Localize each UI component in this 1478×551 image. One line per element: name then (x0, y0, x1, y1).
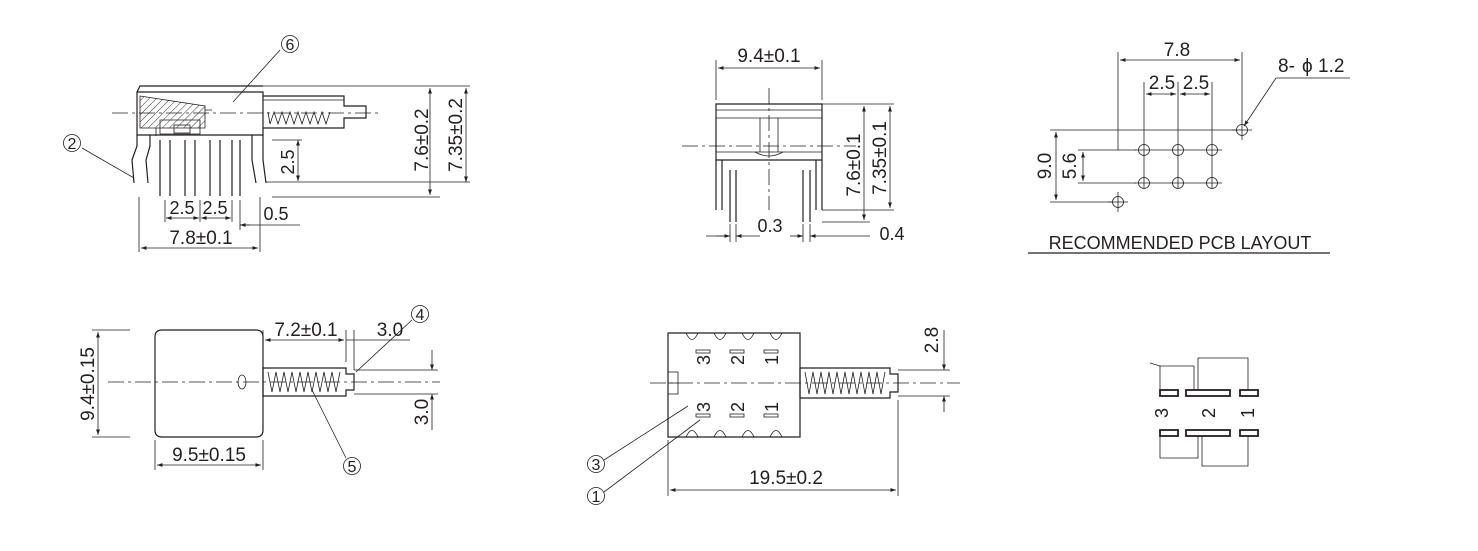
callout-4: 4 (416, 307, 425, 324)
dim-height-2: 7.35±0.2 (446, 98, 467, 172)
top-view: 4 5 9.4±0.15 7.2±0.1 3.0 3.0 9.5±0.15 (78, 305, 440, 476)
front-view: 9.4±0.1 7.6±0.1 7.35±0.1 0.3 0.4 (682, 46, 905, 244)
pcb-layout-title: RECOMMENDED PCB LAYOUT (1049, 233, 1312, 253)
pin-label-top-2: 2 (728, 355, 748, 365)
dim-height-2: 7.35±0.1 (870, 121, 891, 195)
dim-height: 7.6±0.2 (412, 108, 433, 171)
pin-schematic: 3 2 1 (1149, 357, 1259, 467)
dim-pitch-b: 2.5 (1183, 73, 1209, 94)
pin-label-bottom-2: 2 (728, 402, 748, 412)
dim-hole-diameter: 1.2 (1318, 56, 1344, 77)
dim-pitch-b: 2.5 (202, 198, 227, 218)
dim-hole-symbol: ϕ (1302, 56, 1313, 77)
dim-row-height: 9.0 (1035, 153, 1056, 179)
callout-1: 1 (592, 489, 601, 506)
dim-pitch-a: 2.5 (169, 198, 194, 218)
schematic-pin-2: 2 (1199, 408, 1219, 418)
dim-pin-thickness: 0.3 (757, 216, 782, 236)
bottom-view: 3 2 1 3 2 1 3 1 19.5±0.2 2.8 (587, 327, 960, 506)
dim-length: 19.5±0.2 (749, 468, 823, 489)
callout-6: 6 (286, 37, 295, 54)
side-view: 6 2 7.6±0.2 7.35±0.2 2.5 2.5 2.5 0.5 7.8… (63, 35, 470, 252)
dim-pin-width: 0.4 (879, 224, 904, 244)
dim-width: 7.8±0.1 (169, 228, 232, 249)
schematic-pin-3: 3 (1152, 408, 1172, 418)
dim-pin-length: 2.5 (278, 149, 298, 174)
dim-stem-height: 2.8 (922, 327, 943, 353)
dim-body-height: 9.4±0.15 (78, 347, 99, 421)
dim-tip-length: 3.0 (377, 320, 403, 341)
callout-5: 5 (348, 459, 357, 476)
dim-height: 7.6±0.1 (844, 133, 865, 196)
dim-tip-height: 3.0 (412, 399, 433, 425)
dim-row-gap: 5.6 (1060, 153, 1081, 179)
callout-3: 3 (592, 457, 601, 474)
callout-2: 2 (68, 136, 77, 153)
pin-label-bottom-3: 3 (694, 402, 714, 412)
dim-width: 9.4±0.1 (737, 46, 800, 67)
pin-label-top-1: 1 (762, 355, 782, 365)
dim-gap: 0.5 (263, 204, 288, 224)
dim-pitch-a: 2.5 (1149, 73, 1175, 94)
pcb-layout: 7.8 2.5 2.5 8- ϕ 1.2 9.0 5.6 RECOMMENDED… (1028, 40, 1350, 254)
dim-stem-length: 7.2±0.1 (274, 320, 337, 341)
schematic-pin-1: 1 (1238, 408, 1258, 418)
pin-label-top-3: 3 (694, 355, 714, 365)
pin-label-bottom-1: 1 (762, 402, 782, 412)
dim-body-width: 9.5±0.15 (172, 445, 246, 466)
dim-holes-count: 8- (1278, 56, 1295, 77)
dim-span: 7.8 (1164, 40, 1190, 61)
